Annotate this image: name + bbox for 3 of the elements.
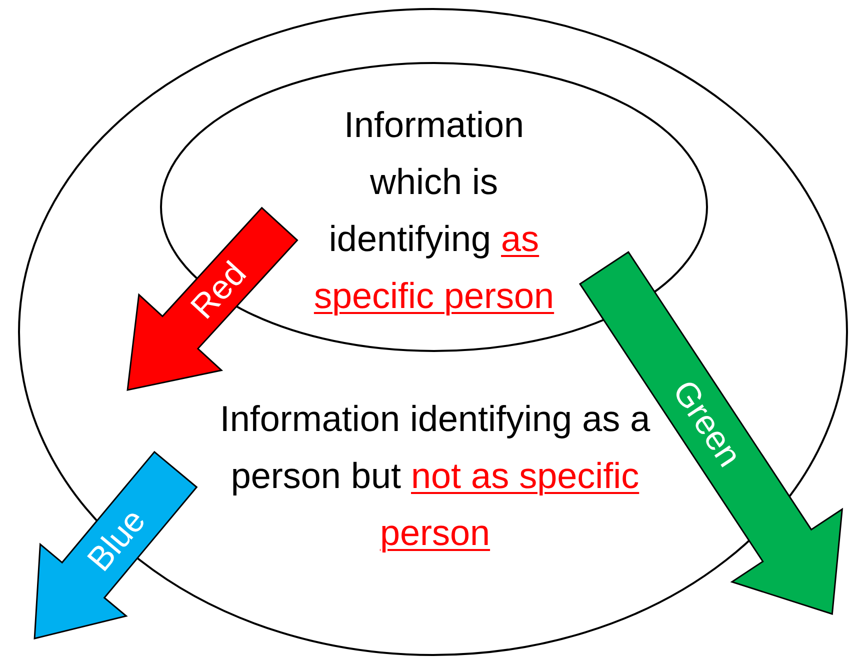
arrow-label: Blue: [82, 502, 152, 577]
ellipse-text: Information identifying as a person but not as specific person: [218, 397, 652, 555]
ellipse-text: Information which is identifying as specific person: [312, 103, 556, 318]
